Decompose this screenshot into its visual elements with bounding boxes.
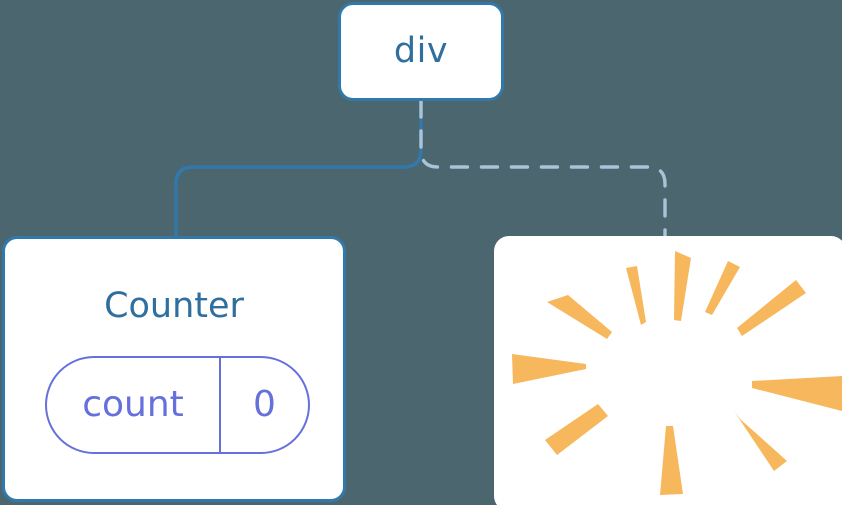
burst-ray-1 [674,251,691,321]
node-pending[interactable] [494,236,842,505]
burst-ray-9 [737,280,806,336]
state-pill-count[interactable]: count 0 [45,356,310,454]
burst-ray-8 [752,376,842,411]
state-pill-value: 0 [253,384,276,425]
edge-root-to-counter [174,99,423,240]
burst-ray-3 [547,295,612,339]
node-counter-label: Counter [104,286,244,326]
node-div[interactable]: div [338,2,504,101]
sparkle-burst-icon [512,251,842,495]
burst-ray-10 [705,261,740,315]
burst-ray-6 [660,426,683,495]
state-pill-key: count [47,358,221,452]
node-counter-body: Counter count 0 [5,239,343,499]
burst-ray-5 [545,404,608,455]
burst-ray-4 [512,354,586,384]
node-div-label: div [393,31,449,71]
edge-root-to-pending [419,99,667,240]
burst-ray-2 [626,266,646,325]
node-counter[interactable]: Counter count 0 [2,236,346,502]
burst-ray-7 [734,411,787,471]
